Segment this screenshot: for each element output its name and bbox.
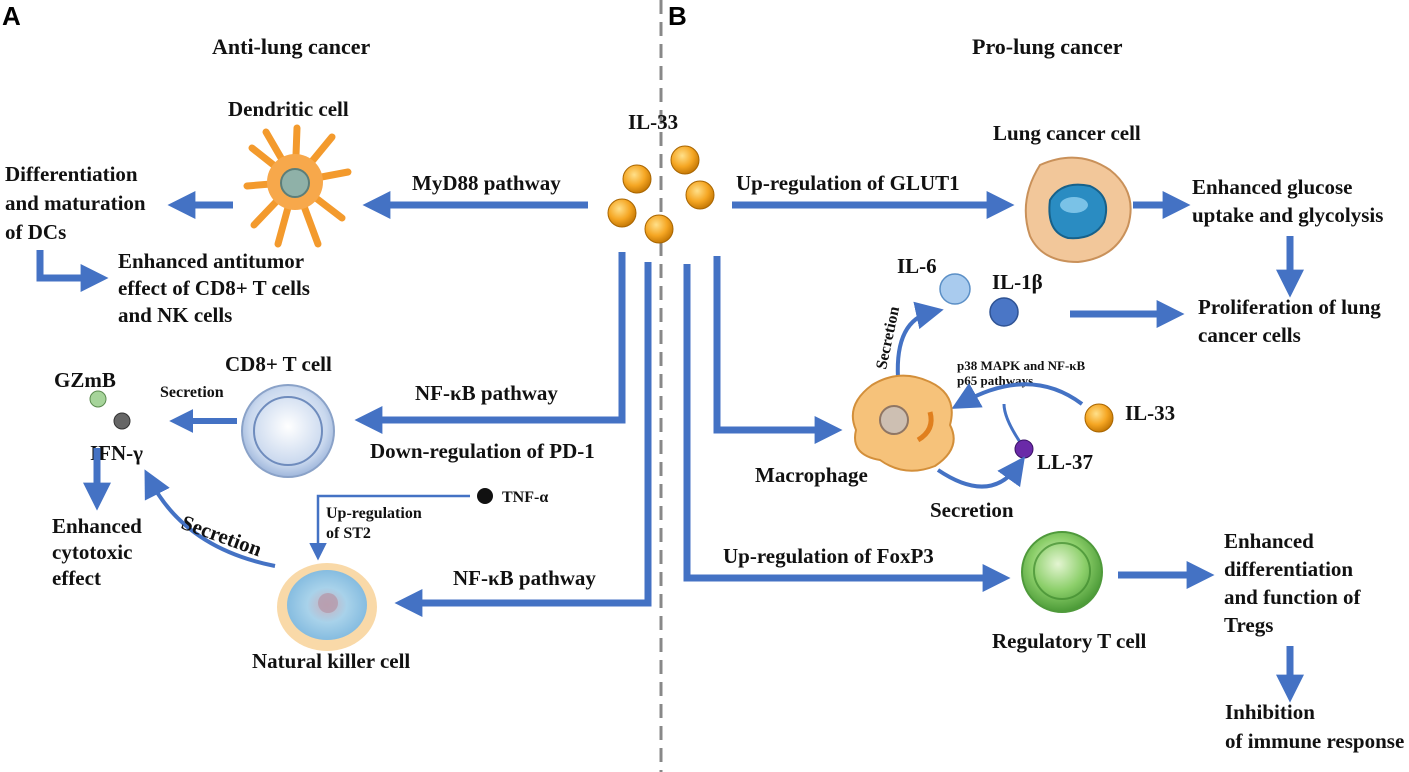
il33-label: IL-33 xyxy=(628,110,678,134)
svg-text:Inhibition: Inhibition xyxy=(1225,700,1315,724)
panel-a-label: A xyxy=(2,1,21,31)
glucose-text: Enhanced glucose uptake and glycolysis xyxy=(1192,175,1383,227)
dendritic-cell-nucleus xyxy=(280,168,310,198)
panel-b-label: B xyxy=(668,1,687,31)
svg-text:Enhanced: Enhanced xyxy=(52,514,142,538)
il33-small-label: IL-33 xyxy=(1125,401,1175,425)
il6-label: IL-6 xyxy=(897,254,937,278)
secretion-bottom-label: Secretion xyxy=(930,498,1014,522)
nfkb-top-label: NF-κB pathway xyxy=(415,381,558,405)
arrow-macrophage-secretion-up xyxy=(895,301,944,379)
arrow-ll37-to-macrophage xyxy=(1002,403,1022,443)
enhanced-antitumor-text: Enhanced antitumor effect of CD8+ T cell… xyxy=(118,249,310,327)
svg-text:of immune response: of immune response xyxy=(1225,729,1404,753)
arrow-nk-secretion xyxy=(144,469,276,568)
arrow-il33-to-macrophage xyxy=(951,382,1084,409)
cd8-cell-label: CD8+ T cell xyxy=(225,352,332,376)
arrow-nfkb-bottom xyxy=(394,262,652,617)
macrophage-nucleus xyxy=(879,405,909,435)
arrow-diff-to-antitumor xyxy=(36,250,109,292)
svg-text:Enhanced: Enhanced xyxy=(1224,529,1314,553)
nk-cell-label: Natural killer cell xyxy=(252,649,410,673)
proliferation-text: Proliferation of lung cancer cells xyxy=(1198,295,1381,347)
macrophage-label: Macrophage xyxy=(755,463,868,487)
il1b-label: IL-1β xyxy=(992,270,1043,294)
tnfa-dot xyxy=(477,488,493,504)
ll37-dot xyxy=(1014,439,1034,459)
up-st2-text: Up-regulation of ST2 xyxy=(326,505,422,542)
svg-text:Tregs: Tregs xyxy=(1224,613,1273,637)
inhibition-text: Inhibition of immune response xyxy=(1225,700,1404,753)
myd88-label: MyD88 pathway xyxy=(412,171,561,195)
svg-text:uptake and glycolysis: uptake and glycolysis xyxy=(1192,203,1383,227)
svg-text:of ST2: of ST2 xyxy=(326,525,371,542)
gzmb-label: GZmB xyxy=(54,368,116,392)
tnfa-label: TNF-α xyxy=(502,489,548,506)
secretion-cd8-label: Secretion xyxy=(160,384,224,401)
svg-text:cytotoxic: cytotoxic xyxy=(52,540,132,564)
arrow-nfkb-top xyxy=(354,252,626,434)
svg-text:differentiation: differentiation xyxy=(1224,557,1353,581)
arrow-tnfa-to-nk xyxy=(309,494,470,561)
il33-small-dot xyxy=(1084,403,1114,433)
down-pd1-label: Down-regulation of PD-1 xyxy=(370,439,595,463)
cd8-cell-nucleus xyxy=(253,396,323,466)
il33-particles xyxy=(607,145,715,244)
enhanced-treg-text: Enhanced differentiation and function of… xyxy=(1224,529,1362,637)
svg-text:Proliferation of lung: Proliferation of lung xyxy=(1198,295,1381,319)
svg-text:cancer cells: cancer cells xyxy=(1198,323,1301,347)
anti-lung-heading: Anti-lung cancer xyxy=(212,34,371,59)
arrow-foxp3 xyxy=(683,264,1011,592)
lung-cancer-cell-label: Lung cancer cell xyxy=(993,121,1141,145)
treg-cell-label: Regulatory T cell xyxy=(992,629,1147,653)
gzmb-dot xyxy=(89,390,107,408)
svg-text:Differentiation: Differentiation xyxy=(5,162,138,186)
arrow-macrophage-secretion-bottom xyxy=(936,456,1026,489)
cd8-cell-icon xyxy=(241,384,335,478)
svg-text:and maturation: and maturation xyxy=(5,191,146,215)
nfkb-bottom-label: NF-κB pathway xyxy=(453,566,596,590)
svg-text:Up-regulation: Up-regulation xyxy=(326,505,422,522)
enhanced-cytotoxic-text: Enhanced cytotoxic effect xyxy=(52,514,142,590)
dc-differentiation-text: Differentiation and maturation of DCs xyxy=(5,162,146,244)
macrophage-organelle xyxy=(916,411,934,443)
svg-text:effect: effect xyxy=(52,566,101,590)
arrow-il33-to-macrophage-main xyxy=(713,256,843,444)
glut1-label: Up-regulation of GLUT1 xyxy=(736,171,960,195)
lung-cancer-cell-highlight xyxy=(1060,197,1088,213)
svg-text:Enhanced antitumor: Enhanced antitumor xyxy=(118,249,304,273)
svg-text:and function of: and function of xyxy=(1224,585,1362,609)
svg-text:of DCs: of DCs xyxy=(5,220,66,244)
svg-text:and NK cells: and NK cells xyxy=(118,303,232,327)
secretion-nk-label: Secretion xyxy=(178,510,265,561)
pro-lung-heading: Pro-lung cancer xyxy=(972,34,1123,59)
nk-cell-nucleus xyxy=(318,593,338,613)
il1b-dot xyxy=(989,297,1019,327)
treg-cell-nucleus xyxy=(1033,542,1091,600)
foxp3-label: Up-regulation of FoxP3 xyxy=(723,544,934,568)
svg-text:Enhanced glucose: Enhanced glucose xyxy=(1192,175,1352,199)
dendritic-cell-label: Dendritic cell xyxy=(228,97,349,121)
ifng-dot xyxy=(113,412,131,430)
il6-dot xyxy=(939,273,971,305)
ll37-label: LL-37 xyxy=(1037,450,1093,474)
svg-text:p38 MAPK and NF-κB: p38 MAPK and NF-κB xyxy=(957,358,1086,373)
svg-text:effect of CD8+ T cells: effect of CD8+ T cells xyxy=(118,276,310,300)
